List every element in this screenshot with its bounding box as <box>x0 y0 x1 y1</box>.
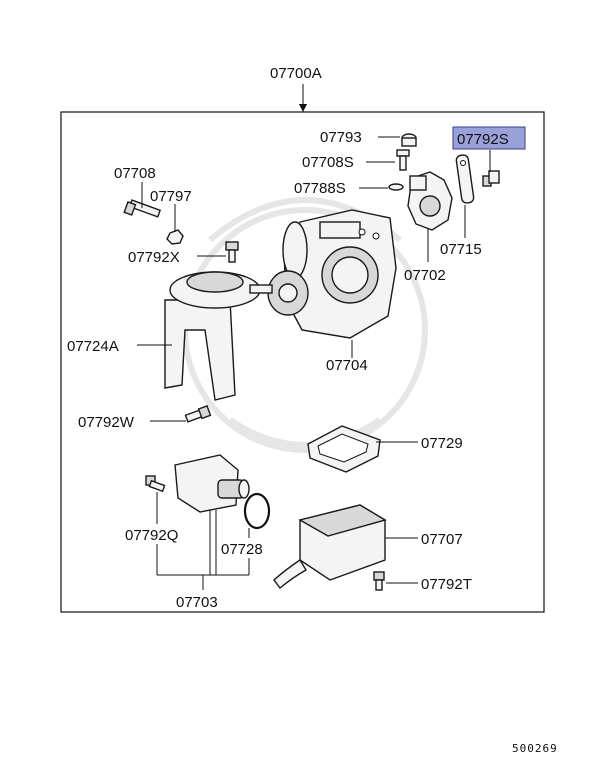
part-07797[interactable] <box>166 229 184 245</box>
part-07704[interactable] <box>267 209 397 339</box>
label-07792T: 07792T <box>421 576 472 593</box>
label-07715: 07715 <box>440 241 482 258</box>
part-07788S[interactable] <box>388 183 404 191</box>
label-07792W: 07792W <box>78 414 135 431</box>
leader-lines <box>137 136 491 590</box>
assembly-label: 07700A <box>270 65 322 82</box>
label-07797: 07797 <box>150 188 192 205</box>
highlight-07792S <box>452 126 526 150</box>
label-07792Q: 07792Q <box>125 527 178 544</box>
part-07702[interactable] <box>407 171 453 231</box>
catalog-code: 500269 <box>512 742 558 755</box>
label-07792X: 07792X <box>128 249 180 266</box>
part-07792X[interactable] <box>225 241 239 263</box>
part-07724A[interactable] <box>164 271 273 401</box>
label-07707: 07707 <box>421 531 463 548</box>
part-07707[interactable] <box>273 504 387 590</box>
part-07715[interactable] <box>455 154 475 204</box>
part-07728[interactable] <box>243 492 271 530</box>
part-07792T[interactable] <box>373 571 385 591</box>
label-07702: 07702 <box>404 267 446 284</box>
label-07703: 07703 <box>176 594 218 611</box>
label-07728: 07728 <box>221 541 263 558</box>
part-07792S[interactable] <box>482 170 500 187</box>
part-07703[interactable] <box>174 454 250 513</box>
label-07793: 07793 <box>320 129 362 146</box>
label-07704: 07704 <box>326 357 368 374</box>
label-07792S[interactable]: 07792S <box>457 131 509 148</box>
part-07792Q[interactable] <box>145 475 166 493</box>
label-07788S: 07788S <box>294 180 346 197</box>
part-07792W[interactable] <box>184 405 212 423</box>
label-07708: 07708 <box>114 165 156 182</box>
label-07708S: 07708S <box>302 154 354 171</box>
part-07793[interactable] <box>401 133 417 147</box>
part-07729[interactable] <box>307 425 381 473</box>
label-07729: 07729 <box>421 435 463 452</box>
label-07724A: 07724A <box>67 338 119 355</box>
part-07708S[interactable] <box>396 149 410 171</box>
part-07708[interactable] <box>123 199 162 218</box>
